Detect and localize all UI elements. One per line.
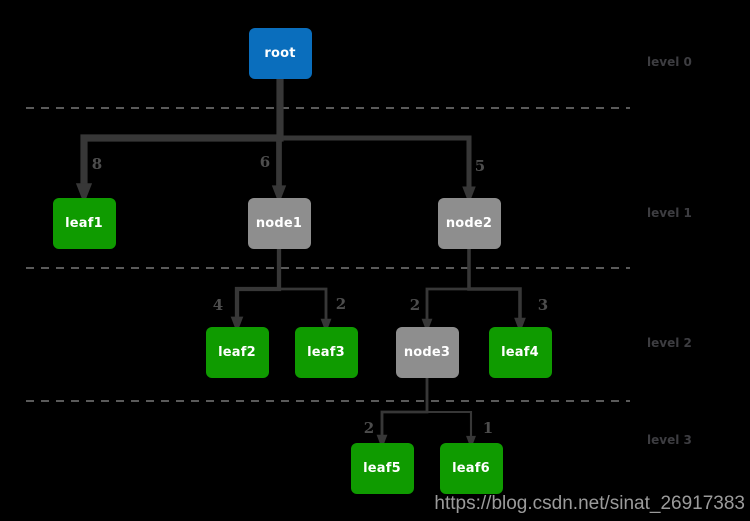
node-leaf2: leaf2 <box>205 327 269 378</box>
edge-weight-label-node3-leaf6: 1 <box>483 419 493 437</box>
edge-weight-label-root-node2: 5 <box>475 157 485 175</box>
edge-root-leaf1 <box>80 79 284 187</box>
edge-node1-leaf3 <box>277 249 328 322</box>
edge-weight-label-root-leaf1: 8 <box>92 155 102 173</box>
edge-node3-leaf6 <box>425 378 473 439</box>
edge-node3-leaf5 <box>380 378 429 438</box>
watermark-url: https://blog.csdn.net/sinat_26917383 <box>434 493 745 514</box>
node-leaf6: leaf6 <box>439 443 503 494</box>
level-label-1: level 1 <box>647 206 692 220</box>
edge-node2-leaf4 <box>467 249 522 321</box>
edge-weight-label-node2-node3: 2 <box>410 296 420 314</box>
arrowhead-node2-node3 <box>421 318 433 333</box>
arrowhead-root-node1 <box>271 185 287 204</box>
arrowhead-root-leaf1 <box>75 183 93 204</box>
node-node1: node1 <box>247 198 311 249</box>
node-label: node1 <box>255 216 303 231</box>
edge-weight-label-root-node1: 6 <box>260 153 270 171</box>
edge-root-node2 <box>277 79 472 190</box>
node-label: root <box>264 46 296 61</box>
node-root: root <box>248 28 312 79</box>
node-label: leaf1 <box>65 216 103 231</box>
level-label-2: level 2 <box>647 336 692 350</box>
node-label: leaf5 <box>363 461 401 476</box>
node-label: leaf2 <box>218 345 256 360</box>
node-node3: node3 <box>395 327 459 378</box>
arrowhead-node1-leaf2 <box>230 316 244 333</box>
edge-node2-node3 <box>425 249 471 322</box>
edge-node1-leaf2 <box>234 249 282 320</box>
edge-weight-label-node2-leaf4: 3 <box>538 296 548 314</box>
edge-weight-label-node1-leaf2: 4 <box>213 296 223 314</box>
arrowhead-node3-leaf5 <box>376 434 388 449</box>
node-label: leaf3 <box>307 345 345 360</box>
node-label: node3 <box>403 345 451 360</box>
node-leaf3: leaf3 <box>294 327 358 378</box>
arrowhead-root-node2 <box>462 186 476 204</box>
node-node2: node2 <box>437 198 501 249</box>
arrowhead-node1-leaf3 <box>320 318 332 333</box>
node-label: leaf6 <box>452 461 490 476</box>
level-label-3: level 3 <box>647 433 692 447</box>
edge-weight-label-node3-leaf5: 2 <box>364 419 374 437</box>
node-leaf1: leaf1 <box>52 198 116 249</box>
node-label: leaf4 <box>501 345 539 360</box>
node-leaf4: leaf4 <box>488 327 552 378</box>
node-leaf5: leaf5 <box>350 443 414 494</box>
node-label: node2 <box>445 216 493 231</box>
level-label-0: level 0 <box>647 55 692 69</box>
arrowhead-node3-leaf6 <box>466 435 476 449</box>
edge-weight-label-node1-leaf3: 2 <box>336 295 346 313</box>
arrowhead-node2-leaf4 <box>514 317 526 333</box>
